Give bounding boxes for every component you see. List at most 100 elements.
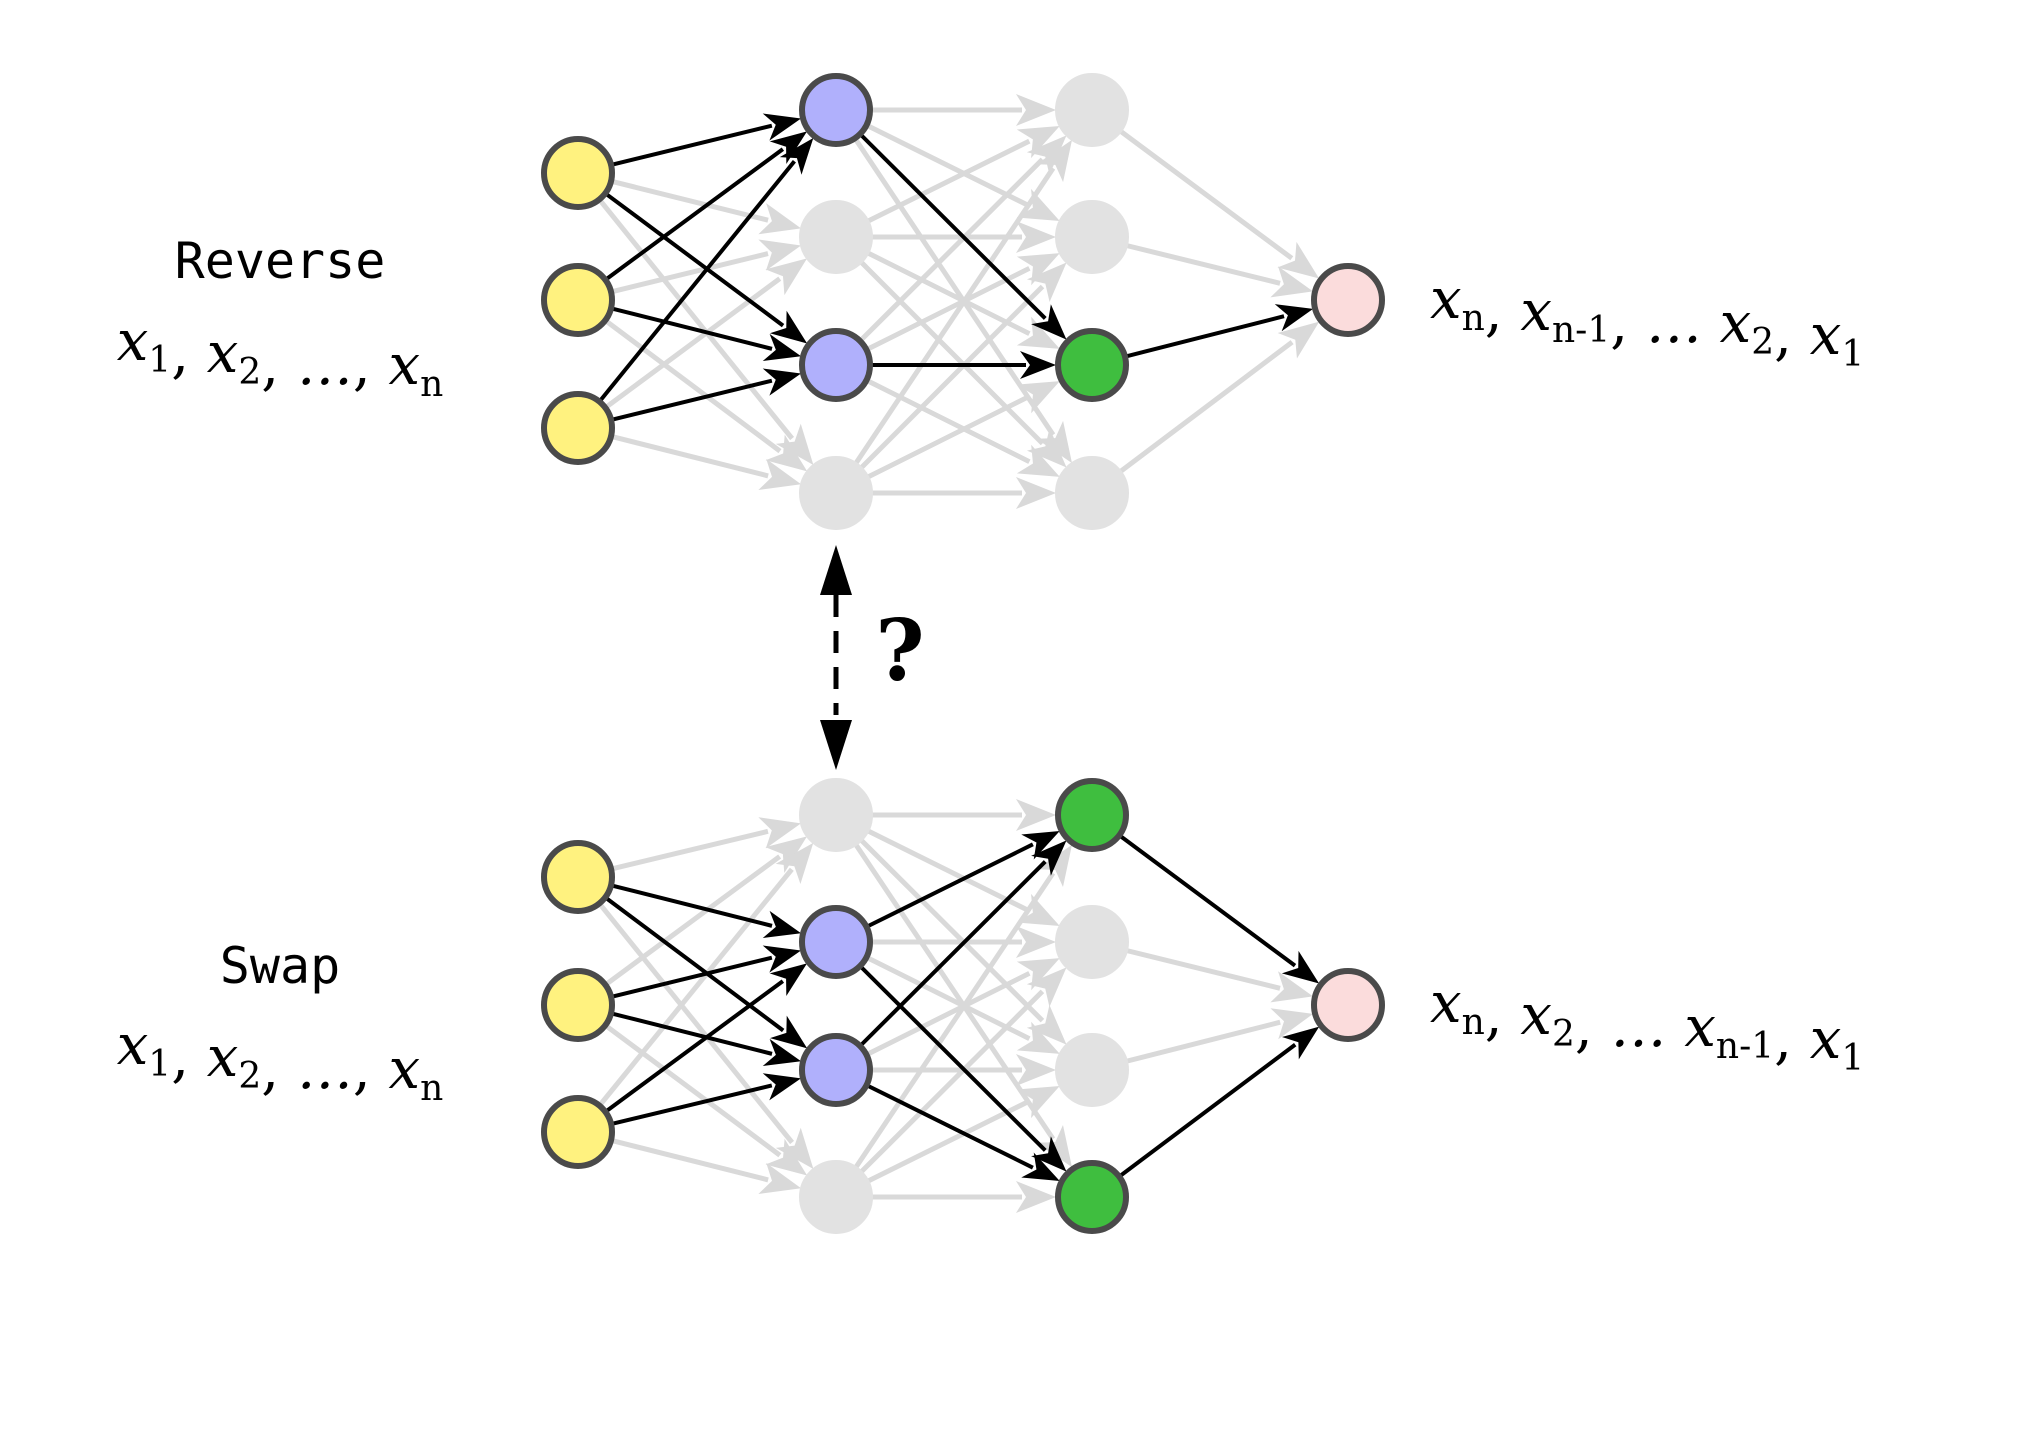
- input-node: [541, 391, 615, 465]
- inactive-edge: [610, 1137, 802, 1194]
- active-edge: [865, 1083, 1060, 1182]
- inactive-edge: [865, 954, 1060, 1054]
- inactive-edge: [870, 94, 1056, 126]
- output-sequence: xn, x2, … xn-1, x1: [1430, 971, 1864, 1079]
- inactive-edge: [865, 1085, 1060, 1185]
- input-node: [541, 136, 615, 210]
- inactive-edge: [858, 262, 1067, 471]
- inactive-edge: [1117, 128, 1320, 279]
- sequence-subscript: n-1: [1716, 1026, 1774, 1067]
- active-edge: [870, 351, 1056, 379]
- hidden2-node-inactive: [1055, 456, 1129, 530]
- inactive-edge: [1117, 321, 1320, 475]
- sequence-subscript: 2: [1751, 322, 1774, 363]
- sequence-symbol: x: [1684, 995, 1716, 1060]
- swap-network: Swap x1, x2, …, xn xn, x2, … xn-1, x1: [117, 778, 1864, 1234]
- input-node: [541, 840, 615, 914]
- inactive-edge: [870, 799, 1056, 831]
- inactive-edge: [603, 836, 808, 987]
- active-edge: [604, 963, 808, 1114]
- hidden1-node-active: [799, 905, 873, 979]
- hidden2-node-active: [1055, 778, 1129, 852]
- active-edge: [610, 1011, 802, 1066]
- reverse-network: Reverse x1, x2, …, xn xn, xn-1, … x2, x1: [117, 73, 1864, 530]
- task-label-swap: Swap: [220, 937, 340, 995]
- hidden2-node-inactive: [1055, 73, 1129, 147]
- inactive-edge: [865, 958, 1060, 1058]
- sequence-subscript: 2: [1552, 1014, 1575, 1055]
- sequence-symbol: x: [1720, 291, 1752, 356]
- inactive-edge: [1124, 947, 1314, 1003]
- sequence-symbol: x: [1810, 303, 1842, 368]
- inactive-edge: [870, 1181, 1056, 1213]
- hidden1-node-inactive: [799, 778, 873, 852]
- inactive-edges: [597, 799, 1314, 1213]
- sequence-symbol: x: [207, 321, 239, 386]
- sequence-symbol: …: [1646, 291, 1702, 356]
- active-edge: [858, 132, 1067, 340]
- sequence-subscript: n: [420, 364, 443, 405]
- active-edge: [610, 113, 802, 167]
- inactive-edge: [858, 135, 1067, 343]
- inactive-edge: [603, 1023, 808, 1176]
- active-edges: [597, 113, 1314, 422]
- inactive-edge: [597, 842, 814, 1108]
- sequence-symbol: x: [1810, 1007, 1842, 1072]
- hidden1-node-inactive: [799, 1160, 873, 1234]
- inactive-edges: [597, 94, 1320, 509]
- inactive-edge: [865, 122, 1060, 222]
- inactive-edge: [865, 377, 1060, 477]
- sequence-symbol: x: [389, 333, 421, 398]
- sequence-subscript: 1: [1841, 334, 1864, 375]
- active-edge: [597, 137, 814, 403]
- sequence-subscript: n: [1462, 298, 1485, 339]
- inactive-edge: [858, 259, 1067, 468]
- task-label-reverse: Reverse: [175, 232, 386, 290]
- sequence-symbol: x: [117, 309, 149, 374]
- hidden2-node-active: [1055, 1160, 1129, 1234]
- sequence-symbol: x: [207, 1025, 239, 1090]
- sequence-symbol: x: [1520, 983, 1552, 1048]
- active-edge: [1118, 833, 1320, 984]
- inactive-edge: [603, 318, 808, 472]
- question-mark: ?: [875, 601, 924, 700]
- output-node: [1311, 968, 1385, 1042]
- sequence-symbol: …: [297, 1037, 353, 1102]
- inactive-edge: [865, 253, 1060, 353]
- active-edge: [604, 191, 808, 344]
- sequence-subscript: 1: [1841, 1038, 1864, 1079]
- active-edge: [610, 1073, 801, 1127]
- active-edge: [610, 306, 802, 361]
- hidden2-node-inactive: [1055, 200, 1129, 274]
- hidden1-node-active: [799, 1033, 873, 1107]
- input-node: [541, 1095, 615, 1169]
- sequence-symbol: x: [117, 1013, 149, 1078]
- active-edge: [610, 368, 802, 422]
- hidden2-node-active: [1055, 328, 1129, 402]
- sequence-symbol: x: [1520, 279, 1552, 344]
- sequence-subscript: 2: [238, 352, 261, 393]
- inactive-edge: [858, 837, 1067, 1045]
- sequence-symbol: x: [1430, 971, 1462, 1036]
- active-edge: [610, 945, 802, 999]
- sequence-symbol: …: [1611, 995, 1667, 1060]
- network-nodes: [541, 73, 1385, 530]
- active-edge: [858, 964, 1067, 1172]
- sequence-subscript: n: [420, 1068, 443, 1109]
- active-edge: [610, 883, 802, 938]
- output-node: [1311, 263, 1385, 337]
- inactive-edge: [597, 197, 814, 465]
- input-node: [541, 263, 615, 337]
- active-edge: [604, 895, 808, 1049]
- hidden2-node-inactive: [1055, 1033, 1129, 1107]
- inactive-edge: [610, 433, 802, 490]
- hidden1-node-active: [799, 328, 873, 402]
- active-edges: [604, 830, 1320, 1182]
- input-sequence: x1, x2, …, xn: [117, 1013, 444, 1109]
- sequence-subscript: n-1: [1552, 310, 1610, 351]
- inactive-edge: [852, 139, 1072, 467]
- inactive-edge: [1124, 242, 1314, 298]
- active-edge: [1117, 1026, 1320, 1179]
- sequence-symbol: x: [1430, 267, 1462, 332]
